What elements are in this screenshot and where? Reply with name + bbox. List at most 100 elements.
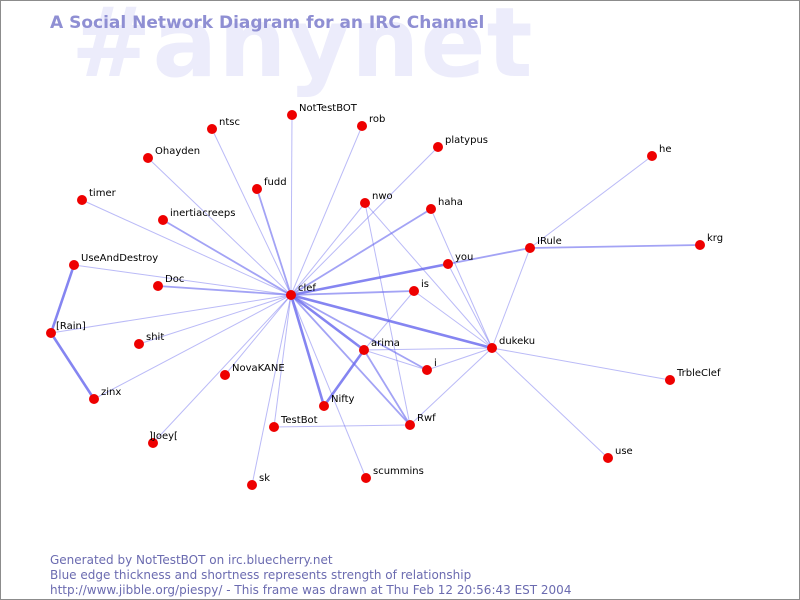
edge-arima-is <box>363 290 415 351</box>
edge-clef-timer <box>81 199 292 296</box>
node-shit: shit <box>134 332 164 349</box>
edge-clef-Joey <box>152 294 292 444</box>
node-label: TestBot <box>280 415 318 426</box>
node-clef: clef <box>286 283 316 300</box>
node-dot <box>360 198 370 208</box>
node-dot <box>247 480 257 490</box>
node-zinx: zinx <box>89 387 121 404</box>
edge-clef-NotTestBOT <box>290 114 293 296</box>
node-label: shit <box>146 332 164 343</box>
edge-clef-is <box>290 290 415 296</box>
node-you: you <box>443 252 473 269</box>
edge-clef-sk <box>251 294 292 486</box>
node-fudd: fudd <box>252 177 287 194</box>
node-dot <box>409 286 419 296</box>
node-label: rob <box>369 114 385 125</box>
node-label: sk <box>259 473 270 484</box>
node-label: UseAndDestroy <box>81 253 158 264</box>
node-label: Ohayden <box>155 146 200 157</box>
node-NovaKANE: NovaKANE <box>220 363 285 380</box>
edge-clef-arima <box>290 293 365 352</box>
node-dot <box>220 370 230 380</box>
node-label: i <box>434 358 437 369</box>
footer-legend-note: Blue edge thickness and shortness repres… <box>50 568 472 582</box>
edge-clef-you <box>290 262 449 297</box>
node-dot <box>319 401 329 411</box>
node-dot <box>134 339 144 349</box>
node-label: is <box>421 279 429 290</box>
node-dot <box>433 142 443 152</box>
node-dot <box>426 204 436 214</box>
edge-clef-dukeku <box>290 293 493 350</box>
edge-clef-shit <box>138 294 292 345</box>
edge-IRain-UseAndDestroy <box>49 264 76 334</box>
edge-clef-haha <box>290 208 432 296</box>
diagram-title: A Social Network Diagram for an IRC Chan… <box>50 13 485 33</box>
node-label: inertiacreeps <box>170 208 235 219</box>
node-dot <box>153 281 163 291</box>
edge-clef-nwo <box>290 202 366 296</box>
edge-arima-Rwf <box>363 349 411 426</box>
node-dot <box>252 184 262 194</box>
node-dot <box>89 394 99 404</box>
node-dot <box>487 343 497 353</box>
edge-arima-i <box>363 349 428 371</box>
edge-dukeku-arima <box>363 347 493 351</box>
edge-clef-UseAndDestroy <box>73 264 292 296</box>
edge-TestBot-Rwf <box>273 424 411 428</box>
node-arima: arima <box>359 338 400 355</box>
node-dot <box>357 121 367 131</box>
node-haha: haha <box>426 197 463 214</box>
node-dot <box>207 124 217 134</box>
node-label: Rwf <box>417 413 436 424</box>
node-IRule: IRule <box>525 236 562 253</box>
node-label: dukeku <box>499 336 535 347</box>
footer-generated-by: Generated by NotTestBOT on irc.bluecherr… <box>50 553 333 567</box>
node-label: fudd <box>264 177 287 188</box>
node-inertiacreeps: inertiacreeps <box>158 208 235 225</box>
edge-clef-zinx <box>93 294 292 400</box>
node-TrbleClef: TrbleClef <box>665 368 721 385</box>
node-label: he <box>659 144 672 155</box>
node-use: use <box>603 446 633 463</box>
node-label: timer <box>89 188 117 199</box>
edge-clef-IRain <box>50 294 292 334</box>
edge-clef-Rwf <box>290 294 411 426</box>
node-platypus: platypus <box>433 135 488 152</box>
edge-nwo-Rwf <box>364 202 411 426</box>
node-label: Nifty <box>331 394 355 405</box>
node-label: ntsc <box>219 117 240 128</box>
node-Joey: ]Joey[ <box>148 431 178 448</box>
node-label: NotTestBOT <box>299 103 358 114</box>
node-dot <box>695 240 705 250</box>
node-dot <box>603 453 613 463</box>
node-scummins: scummins <box>361 466 424 483</box>
node-label: platypus <box>445 135 488 146</box>
edge-IRule-you <box>447 247 531 265</box>
node-label: scummins <box>373 466 424 477</box>
node-label: clef <box>298 283 316 294</box>
node-label: NovaKANE <box>232 363 285 374</box>
node-dot <box>525 243 535 253</box>
node-dot <box>647 151 657 161</box>
edge-arima-Nifty <box>322 349 366 407</box>
edge-clef-Nifty <box>289 294 326 407</box>
node-dot <box>405 420 415 430</box>
node-krg: krg <box>695 233 723 250</box>
node-he: he <box>647 144 672 161</box>
node-dot <box>148 438 158 448</box>
node-label: nwo <box>372 191 393 202</box>
node-IRain: [Rain] <box>46 321 86 338</box>
node-dot <box>287 110 297 120</box>
edge-clef-Doc <box>157 285 292 296</box>
edge-dukeku-use <box>491 347 609 459</box>
edge-clef-i <box>290 294 428 371</box>
node-dot <box>269 422 279 432</box>
node-dot <box>158 215 168 225</box>
footer: Generated by NotTestBOT on irc.bluecherr… <box>50 553 571 598</box>
node-nwo: nwo <box>360 191 393 208</box>
node-dot <box>361 473 371 483</box>
node-label: Doc <box>165 274 184 285</box>
